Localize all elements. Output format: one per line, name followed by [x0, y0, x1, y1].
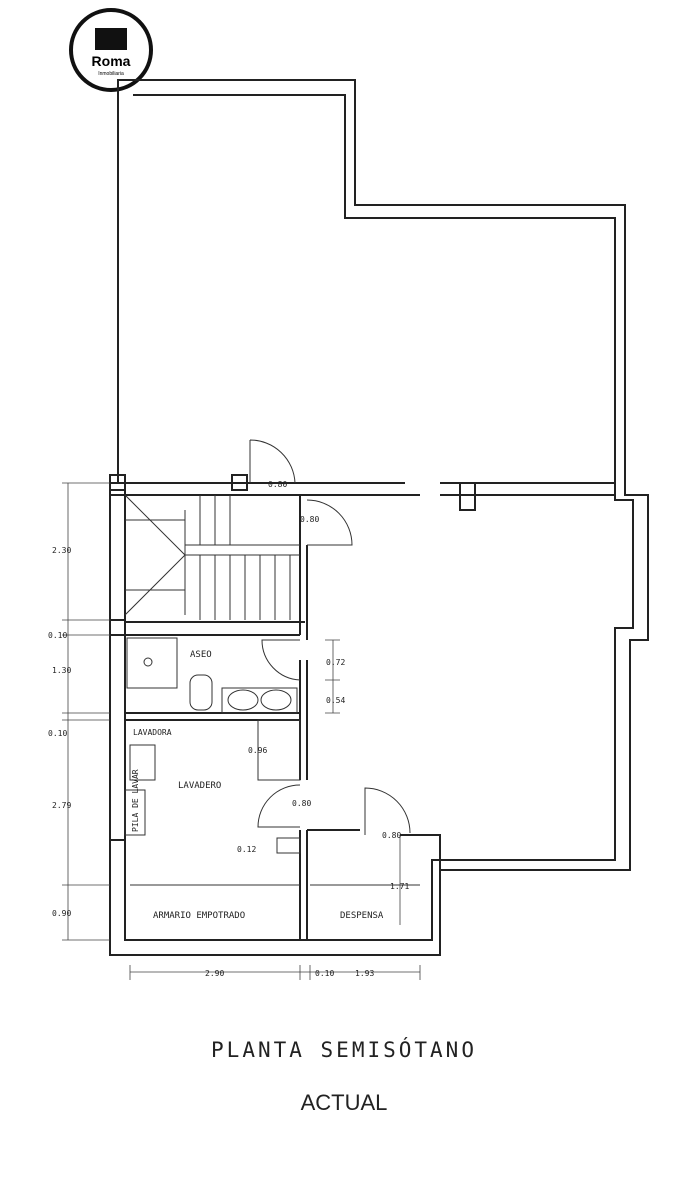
svg-text:0.90: 0.90 [52, 909, 71, 918]
shower-tray [126, 637, 178, 689]
logo: Roma Inmobiliaria [69, 8, 153, 92]
doors [249, 439, 411, 835]
double-sink [221, 687, 298, 714]
svg-text:LAVADERO: LAVADERO [178, 781, 221, 791]
colosseum-icon [95, 28, 127, 50]
cabinet [257, 719, 301, 781]
floor-plan: Roma Inmobiliaria [48, 8, 649, 980]
svg-text:0.80: 0.80 [382, 831, 401, 840]
svg-text:ARMARIO EMPOTRADO: ARMARIO EMPOTRADO [153, 911, 245, 921]
toilet [189, 674, 213, 711]
svg-text:Roma: Roma [92, 53, 131, 69]
svg-text:0.10: 0.10 [48, 729, 67, 738]
laundry-sink [124, 789, 146, 836]
svg-text:0.80: 0.80 [268, 480, 287, 489]
svg-text:0.96: 0.96 [248, 746, 267, 755]
washing-machine [129, 744, 156, 781]
svg-text:0.80: 0.80 [292, 799, 311, 808]
svg-text:0.80: 0.80 [300, 515, 319, 524]
svg-text:1.71: 1.71 [390, 882, 409, 891]
svg-text:LAVADORA: LAVADORA [133, 728, 172, 737]
fixtures [124, 637, 301, 854]
svg-text:PILA DE LAVAR: PILA DE LAVAR [131, 769, 140, 832]
svg-text:0.10: 0.10 [48, 631, 67, 640]
interior-walls [109, 474, 615, 955]
svg-text:2.30: 2.30 [52, 546, 71, 555]
dimension-labels: 0.80 0.80 2.30 0.10 1.30 0.10 2.79 0.90 … [48, 480, 409, 978]
svg-text:0.54: 0.54 [326, 696, 345, 705]
stairs [124, 494, 300, 620]
svg-text:0.10: 0.10 [315, 969, 334, 978]
svg-text:ASEO: ASEO [190, 650, 212, 660]
svg-text:0.72: 0.72 [326, 658, 345, 667]
svg-text:0.12: 0.12 [237, 845, 256, 854]
svg-text:1.30: 1.30 [52, 666, 71, 675]
plan-title: PLANTA SEMISÓTANO [211, 1038, 477, 1062]
room-labels: ASEO LAVADERO LAVADORA PILA DE LAVAR ARM… [131, 650, 384, 921]
dimension-lines [62, 482, 421, 980]
plan-subtitle: ACTUAL [300, 1090, 388, 1115]
svg-text:1.93: 1.93 [355, 969, 374, 978]
svg-text:DESPENSA: DESPENSA [340, 911, 384, 921]
svg-text:2.90: 2.90 [205, 969, 224, 978]
svg-text:Inmobiliaria: Inmobiliaria [98, 71, 124, 77]
outer-walls [109, 79, 649, 956]
svg-text:2.79: 2.79 [52, 801, 71, 810]
